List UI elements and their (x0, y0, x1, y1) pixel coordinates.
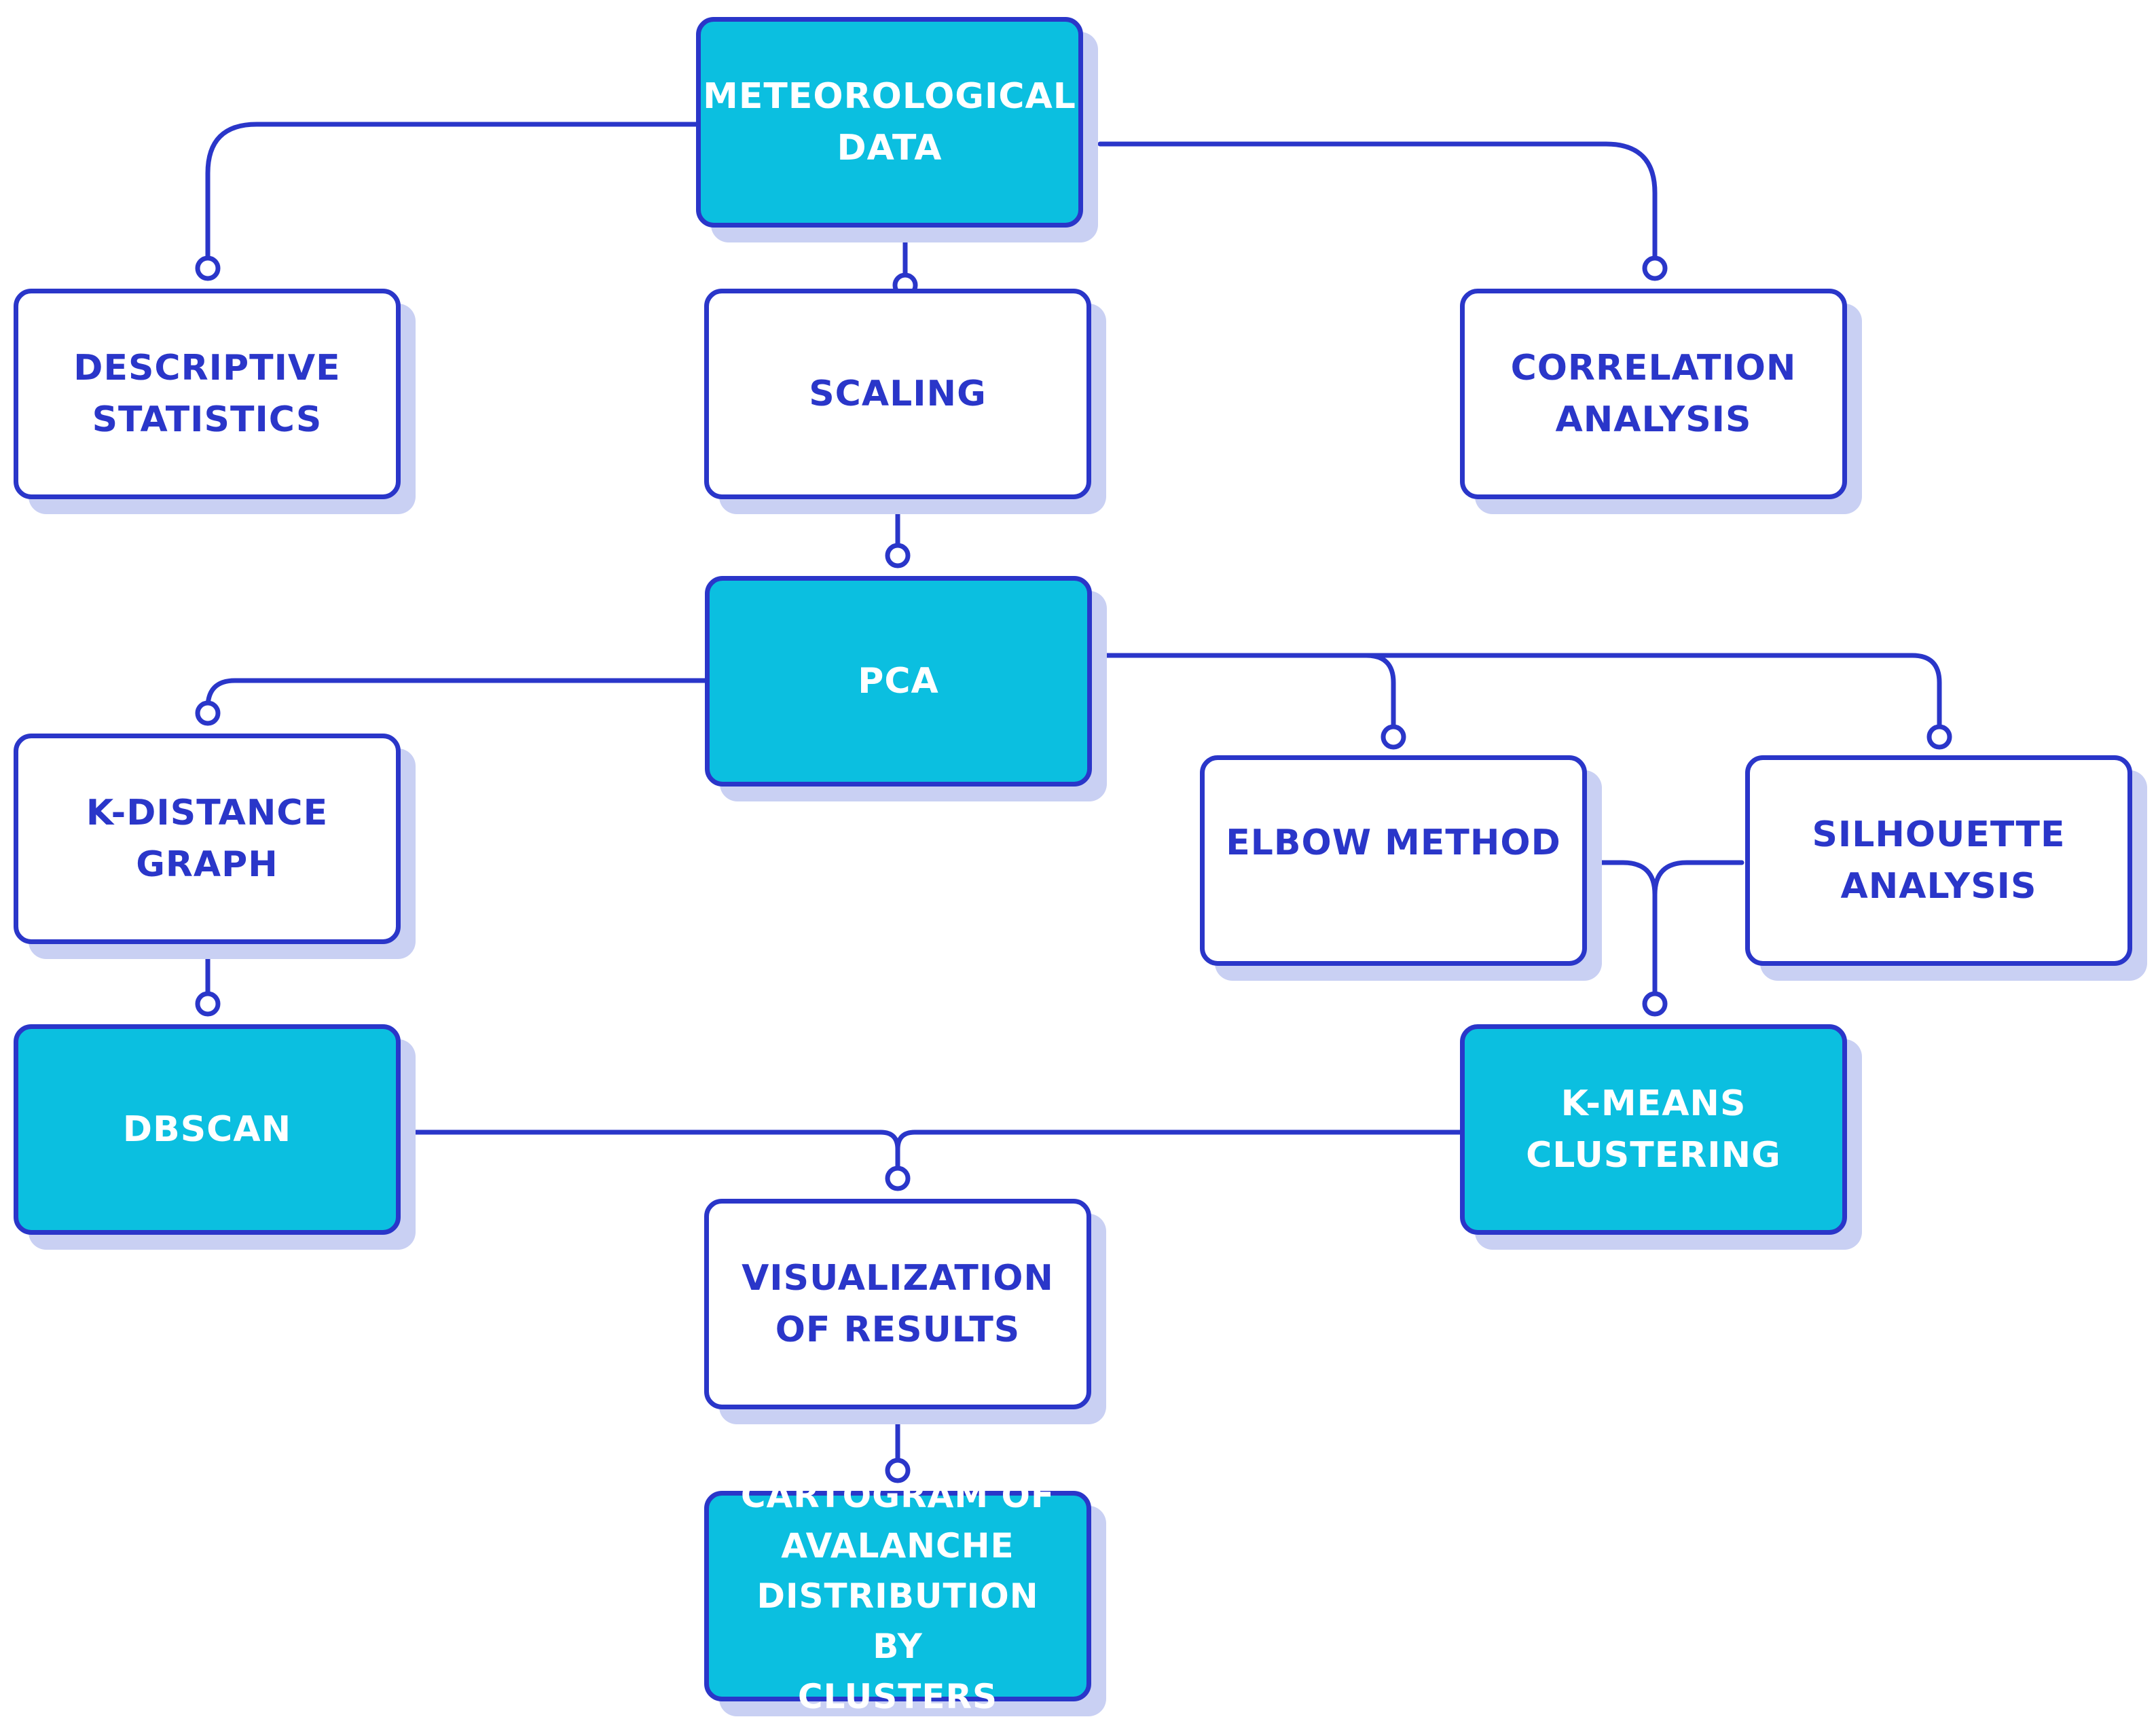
node-label: DESCRIPTIVE STATISTICS (73, 348, 341, 440)
node-label: SCALING (809, 374, 987, 414)
edge-dbscan-to-visualization-of-results (405, 1130, 900, 1181)
edge-silhouette-analysis-to-k-means-clustering (1652, 860, 1744, 897)
edge-meteorological-data-to-correlation-analysis (1097, 141, 1658, 271)
node-label: METEOROLOGICAL DATA (703, 76, 1076, 168)
node-k-distance-graph: K-DISTANCE GRAPH (14, 734, 401, 944)
node-k-means-clustering: K-MEANS CLUSTERING (1460, 1024, 1847, 1235)
edge-pca-to-k-distance-graph (205, 678, 708, 716)
node-visualization-of-results: VISUALIZATION OF RESULTS (704, 1199, 1091, 1409)
edge-port (1381, 724, 1406, 750)
node-label: ELBOW METHOD (1226, 823, 1561, 863)
edge-port (195, 255, 221, 281)
edge-port (885, 1458, 911, 1483)
edge-meteorological-data-to-descriptive-statistics (205, 122, 699, 271)
node-descriptive-statistics: DESCRIPTIVE STATISTICS (14, 289, 401, 499)
node-cartogram: CARTOGRAM OF AVALANCHE DISTRIBUTION BY C… (704, 1476, 1091, 1716)
node-silhouette-analysis: SILHOUETTE ANALYSIS (1745, 755, 2132, 966)
edge-pca-to-silhouette-analysis (1364, 653, 1942, 740)
node-label: CORRELATION ANALYSIS (1510, 348, 1797, 440)
edge-port (1642, 991, 1668, 1017)
node-label: SILHOUETTE ANALYSIS (1812, 814, 2066, 907)
node-label: CARTOGRAM OF AVALANCHE DISTRIBUTION BY C… (740, 1476, 1055, 1716)
edge-port (885, 1166, 911, 1191)
node-label: K-MEANS CLUSTERING (1526, 1083, 1781, 1176)
edge-port (195, 991, 221, 1017)
node-label: PCA (858, 661, 939, 702)
node-label: DBSCAN (122, 1109, 292, 1150)
edge-pca-to-elbow-method (1091, 653, 1396, 740)
node-elbow-method: ELBOW METHOD (1200, 755, 1587, 966)
edge-k-means-clustering-to-visualization-of-results (895, 1130, 1463, 1152)
edge-elbow-method-to-k-means-clustering (1591, 860, 1658, 1007)
edge-port (1926, 724, 1952, 750)
node-label: K-DISTANCE GRAPH (86, 793, 329, 885)
edge-port (885, 543, 911, 568)
node-label: VISUALIZATION OF RESULTS (742, 1258, 1054, 1350)
node-meteorological-data: METEOROLOGICAL DATA (696, 17, 1083, 228)
edge-port (195, 700, 221, 726)
node-scaling: SCALING (704, 289, 1091, 499)
node-pca: PCA (705, 576, 1092, 787)
node-correlation-analysis: CORRELATION ANALYSIS (1460, 289, 1847, 499)
node-dbscan: DBSCAN (14, 1024, 401, 1235)
edge-port (1642, 255, 1668, 281)
